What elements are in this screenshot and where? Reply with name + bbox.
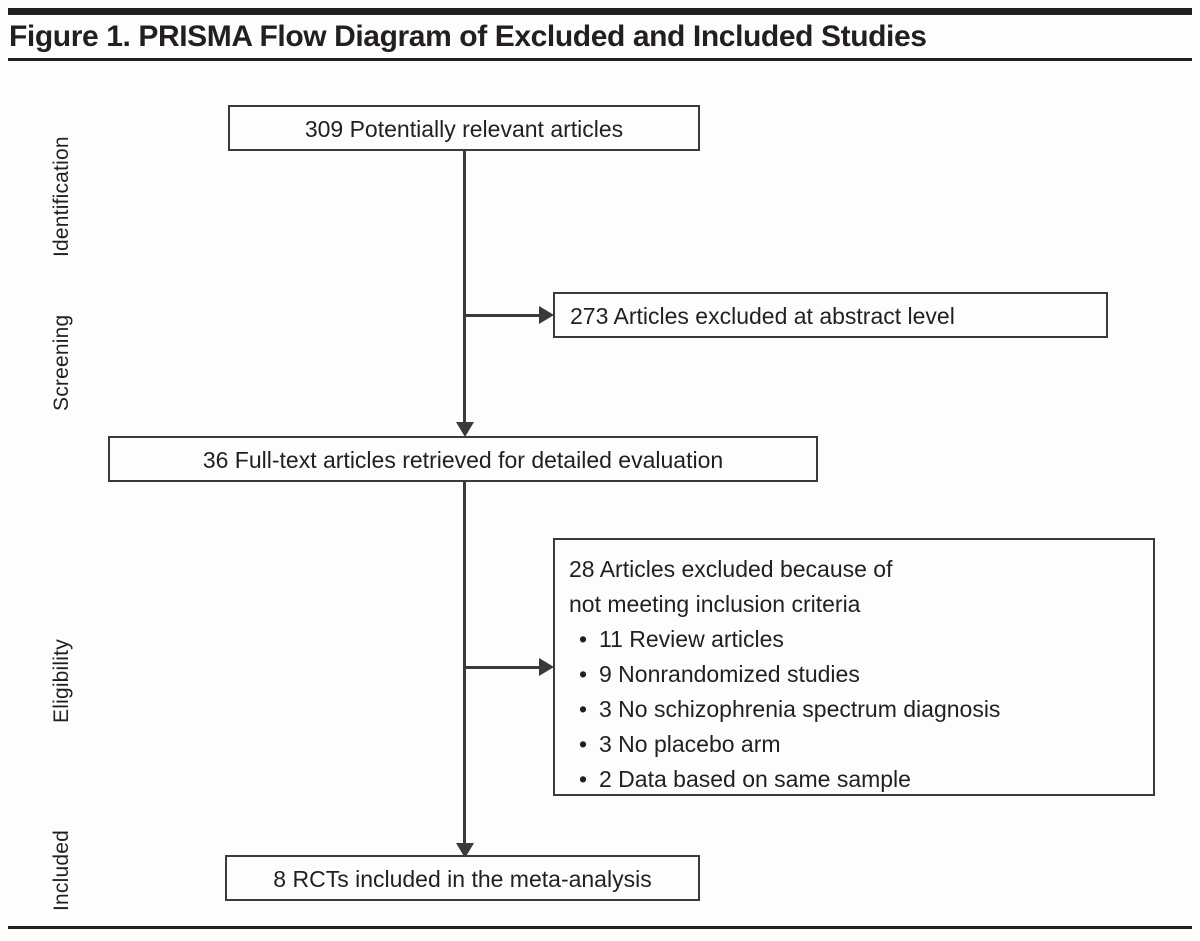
list-item: 3 No schizophrenia spectrum diagnosis (569, 692, 1153, 727)
box-identified-articles: 309 Potentially relevant articles (228, 105, 700, 151)
box-excluded-at-abstract-label: 273 Articles excluded at abstract level (570, 303, 955, 329)
figure-title: Figure 1. PRISMA Flow Diagram of Exclude… (9, 20, 927, 53)
box-identified-articles-label: 309 Potentially relevant articles (304, 116, 624, 142)
list-item: 2 Data based on same sample (569, 762, 1153, 797)
arrowhead-into-included-box (456, 843, 474, 858)
box-excluded-fulltext-line2: not meeting inclusion criteria (569, 591, 861, 617)
list-item: 3 No placebo arm (569, 727, 1153, 762)
list-item: 11 Review articles (569, 622, 1153, 657)
box-excluded-fulltext-line1: 28 Articles excluded because of (569, 556, 893, 582)
connector-to-excluded-fulltext (463, 666, 541, 669)
arrowhead-into-fulltext-box (456, 422, 474, 437)
connector-to-excluded-abstract (463, 314, 541, 317)
title-underline-rule (8, 58, 1192, 61)
box-fulltext-retrieved-label: 36 Full-text articles retrieved for deta… (202, 447, 724, 473)
exclusion-reason-list: 11 Review articles 9 Nonrandomized studi… (569, 622, 1153, 797)
arrowhead-into-excluded-abstract-box (539, 306, 554, 324)
bottom-rule (8, 926, 1192, 929)
box-excluded-at-abstract: 273 Articles excluded at abstract level (553, 292, 1108, 338)
box-included-rcts: 8 RCTs included in the meta-analysis (225, 855, 700, 901)
arrowhead-into-excluded-fulltext-box (539, 658, 554, 676)
connector-identified-to-fulltext (463, 150, 466, 425)
box-excluded-fulltext: 28 Articles excluded because of not meet… (553, 538, 1155, 797)
box-included-rcts-label: 8 RCTs included in the meta-analysis (273, 866, 652, 892)
box-fulltext-retrieved: 36 Full-text articles retrieved for deta… (108, 436, 818, 482)
list-item: 9 Nonrandomized studies (569, 657, 1153, 692)
top-rule (8, 8, 1192, 15)
